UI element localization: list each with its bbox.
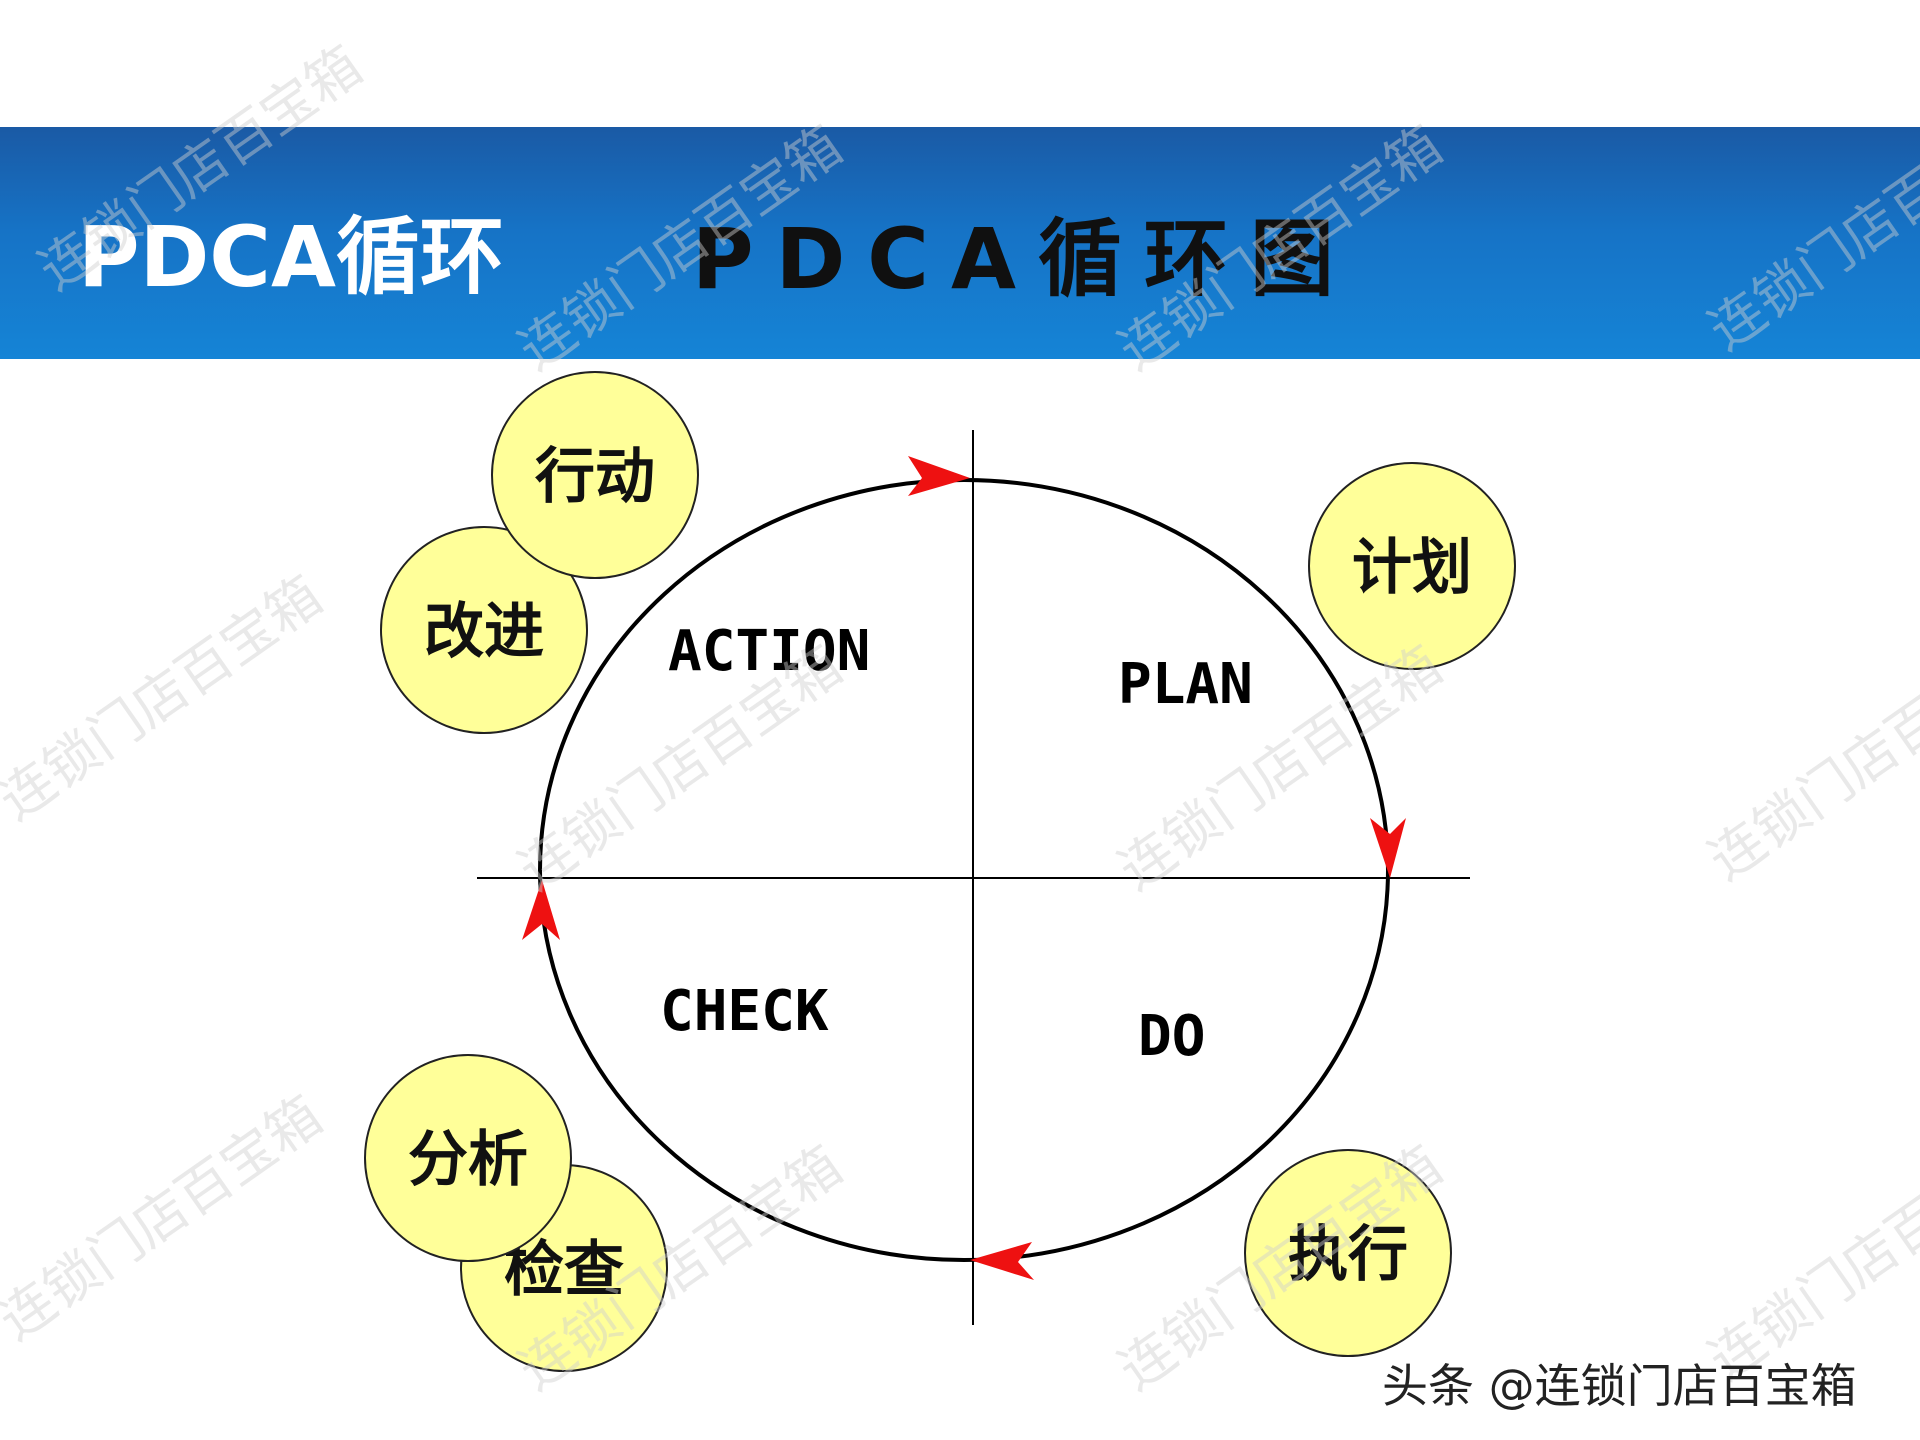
bubble-action: 行动 [491, 371, 699, 579]
header-banner [0, 127, 1920, 359]
arrow-left [522, 880, 560, 940]
bubble-label-analyze: 分析 [408, 1125, 528, 1195]
arrow-top [908, 456, 970, 496]
bubble-analyze: 分析 [364, 1054, 572, 1262]
cycle-ellipse [538, 478, 1390, 1262]
bubble-label-action: 行动 [535, 442, 655, 512]
quadrant-label-action: ACTION [668, 619, 870, 684]
source-credit: 头条 @连锁门店百宝箱 [1382, 1359, 1857, 1413]
bubble-improve: 改进 [380, 526, 588, 734]
slide-title: PDCA循环图 [692, 210, 1356, 308]
quadrant-label-plan: PLAN [1118, 652, 1253, 717]
bubble-execute: 执行 [1244, 1149, 1452, 1357]
quadrant-label-do: DO [1138, 1004, 1205, 1069]
slide-section-title: PDCA循环 [78, 208, 504, 306]
arrow-bottom [970, 1242, 1034, 1280]
bubble-plan: 计划 [1308, 462, 1516, 670]
bubble-label-check: 检查 [504, 1235, 624, 1305]
bubble-label-improve: 改进 [424, 597, 544, 667]
quadrant-label-check: CHECK [660, 979, 829, 1044]
bubble-label-plan: 计划 [1352, 533, 1472, 603]
arrow-right [1370, 818, 1406, 878]
bubble-label-execute: 执行 [1288, 1220, 1408, 1290]
